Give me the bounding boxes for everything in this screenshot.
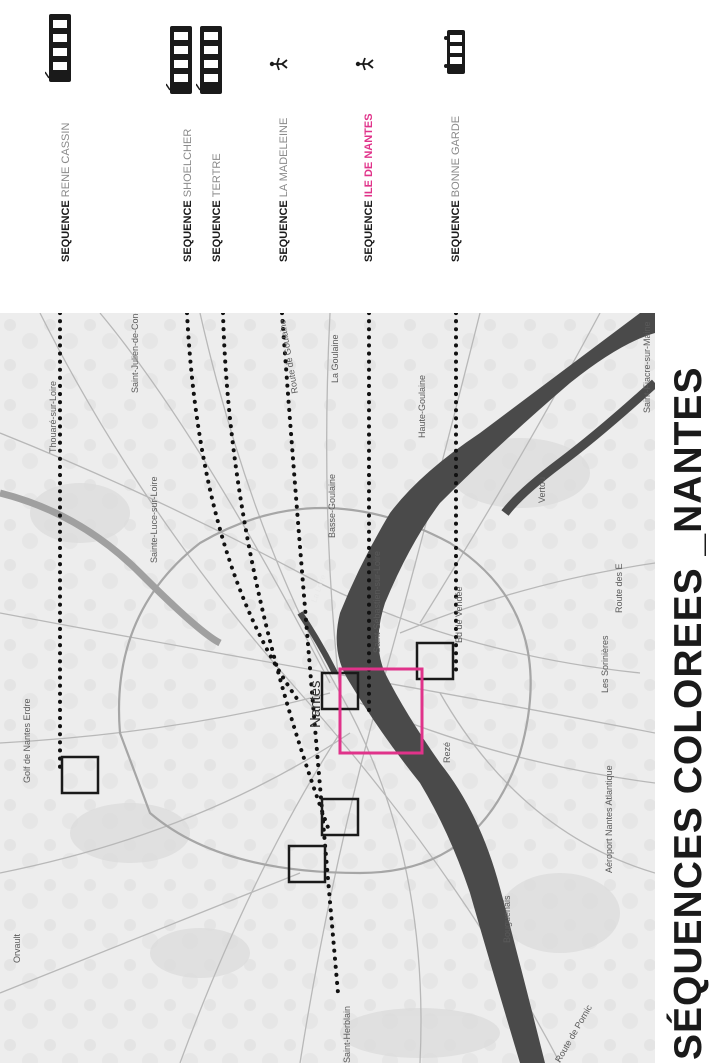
box-shoelcher [287,844,327,884]
legend-prefix: SEQUENCE [278,200,290,262]
label-basse-goulaine: Basse-Goulaine [327,474,337,538]
legend-name: LA MADELEINE [278,117,290,198]
legend-item-tertre: SEQUENCE TERTRE [210,153,224,262]
bus-icon [444,30,465,74]
label-thouare: Thouaré-sur-Loire [48,381,58,453]
legend-prefix: SEQUENCE [363,200,375,262]
dotted-line-tertre [221,313,332,835]
label-saint-julien: Saint-Julien-de-Concelles [130,313,140,393]
box-rene-cassin [60,755,100,795]
label-bd-vendee: Bd de Vendée [454,586,464,643]
label-orvault: Orvault [12,933,22,963]
pedestrian-icon [355,57,374,71]
tram-icon [196,26,222,94]
legend-item-shoelcher: SEQUENCE SHOELCHER [181,129,195,262]
label-la-goulaine: La Goulaine [330,334,340,383]
label-saint-herblain: Saint-Herblain [342,1006,352,1063]
legend-name: BONNE GARDE [450,115,462,198]
box-bonne-garde [415,641,455,681]
box-ile-de-nantes [338,667,424,755]
legend-item-rene-cassin: SEQUENCE RENE CASSIN [59,123,73,262]
label-saint-fiacre: Saint-Fiacre-sur-Maine [642,321,652,413]
legend-name: TERTRE [211,153,223,198]
label-nantes: Nantes [307,680,324,728]
sequence-dotted-lines [58,313,458,995]
box-tertre [320,797,360,837]
legend-prefix: SEQUENCE [60,200,72,262]
erdre-river [0,489,222,647]
label-sainte-luce: Sainte-Luce-sur-Loire [149,476,159,563]
legend-prefix: SEQUENCE [211,200,223,262]
label-route-des: Route des E [614,563,624,613]
label-bouguenais: Bouguenais [502,895,512,943]
pedestrian-icon [269,57,288,71]
legend-name: ILE DE NANTES [363,113,375,198]
sevre-river [297,611,338,675]
legend-item-bonne-garde: SEQUENCE BONNE GARDE [449,116,463,262]
legend-prefix: SEQUENCE [182,200,194,262]
label-les-sorinieres: Les Sorinières [600,635,610,693]
map-view[interactable]: Nantes Golf de Nantes Erdre Orvault Thou… [0,313,655,1063]
label-reze: Rezé [442,742,452,763]
label-vertou: Vertou [537,477,547,503]
legend-name: SHOELCHER [182,128,194,198]
label-golf: Golf de Nantes Erdre [22,698,32,783]
tram-icon [166,26,192,94]
loire-branch [501,379,655,516]
legend-item-ile-de-nantes: SEQUENCE ILE DE NANTES [362,113,376,262]
label-aeroport: Aéroport Nantes Atlantique [604,765,614,873]
page-title: SÉQUENCES COLOREES _NANTES [667,366,710,1060]
legend-prefix: SEQUENCE [450,200,462,262]
label-saint-sebastien: Saint-Sébastien-sur-Loire [372,551,382,653]
legend-item-la-madeleine: SEQUENCE LA MADELEINE [277,118,291,262]
loire-river [336,313,655,1063]
terrain-shading [30,438,620,1058]
ring-road [117,507,532,875]
dotted-line-la-madeleine [280,313,340,995]
label-haute-goulaine: Haute-Goulaine [417,375,427,438]
tram-icon [45,14,71,82]
legend-name: RENE CASSIN [60,122,72,198]
